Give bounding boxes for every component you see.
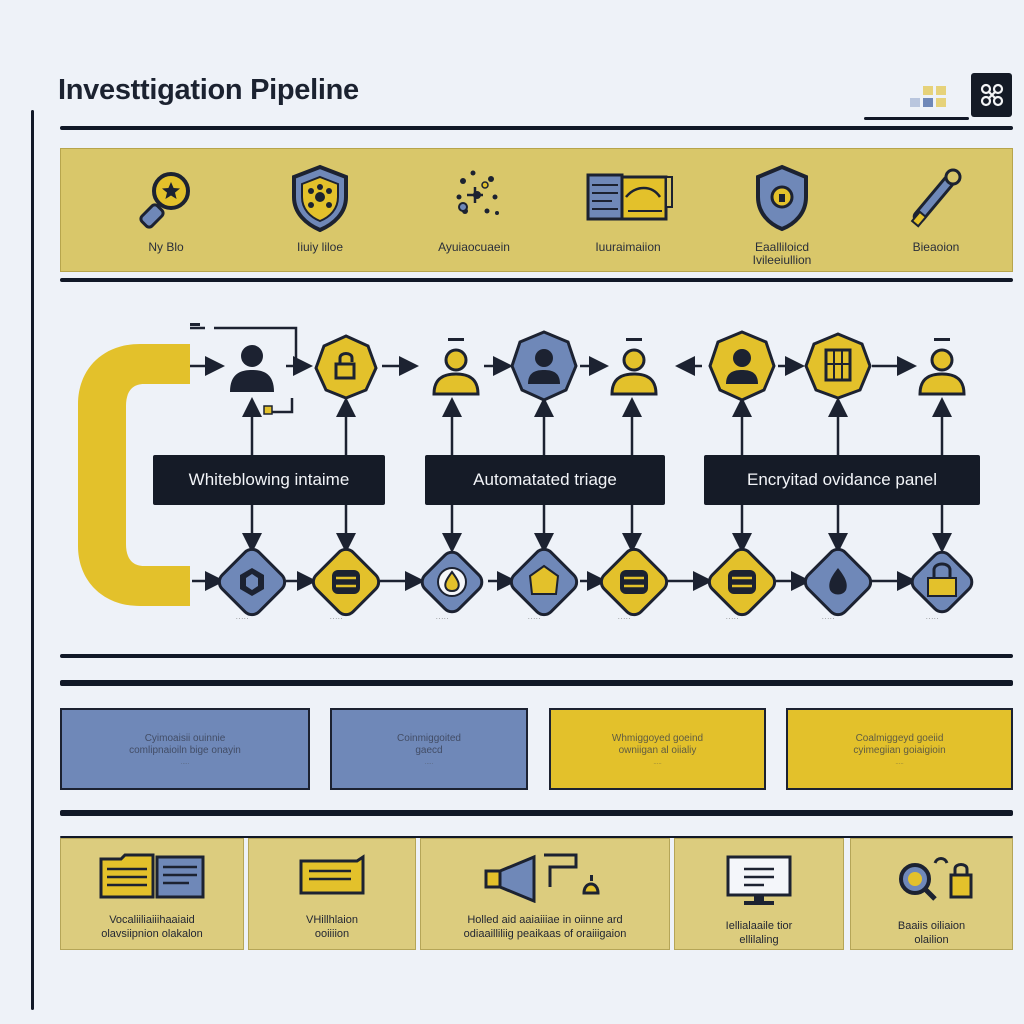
card-subtitle: ..... (180, 759, 190, 766)
person-icon (918, 338, 966, 396)
node-caption: ..... (726, 615, 740, 621)
divider (60, 680, 1013, 686)
card-subtitle: ..... (424, 759, 434, 766)
person-badge-icon (510, 330, 578, 402)
category-label: Ny Blo (148, 240, 184, 254)
node-caption: ..... (822, 615, 836, 621)
monitor-icon (726, 855, 792, 905)
tag-icon (509, 547, 579, 617)
divider (60, 810, 1013, 816)
card-title: Coinmiggoited gaecd (397, 732, 461, 756)
divider (60, 126, 1013, 130)
drop-icon (803, 547, 873, 617)
person-icon (610, 338, 658, 396)
pipeline-diagram (190, 323, 974, 617)
tile-label: Vocaliiliaiiihaaiaid olavsiipnion olakal… (101, 914, 203, 940)
card-subtitle: ..... (895, 759, 904, 766)
feature-tile[interactable]: Holled aid aaiaiiiae in oiinne ard odiaa… (420, 838, 670, 950)
category-item[interactable]: Ayuiaocuaein (399, 163, 549, 263)
category-item[interactable]: Eaalliloicd Ivileeiullion (707, 163, 857, 267)
page-title: Investtigation Pipeline (58, 74, 359, 106)
feature-tile[interactable]: Vocaliiliaiiihaaiaid olavsiipnion olakal… (60, 838, 244, 950)
summary-card[interactable]: Coalmiggeyd goeiid cyimegiian goiaigioin… (786, 708, 1013, 790)
tile-label: VHillhlaion ooiiiion (306, 914, 358, 940)
category-strip: Ny Blo Iiuiy liloe Ayuiaocuaein (60, 148, 1013, 272)
stage-triage-label: Automatated triage (425, 455, 665, 505)
category-item[interactable]: Iuuraimaiion (553, 163, 703, 263)
category-item[interactable]: Ny Blo (91, 163, 241, 263)
node-caption: ..... (528, 615, 542, 621)
card-subtitle: ..... (653, 759, 662, 766)
category-label: Ayuiaocuaein (438, 240, 510, 254)
evidence-board-icon (586, 173, 673, 221)
feature-tile[interactable]: VHillhlaion ooiiiion (248, 838, 416, 950)
folder-icon (299, 854, 365, 895)
magnifier-star-icon (139, 172, 190, 229)
feature-tile[interactable]: Baaiis oiliaion olailion (850, 838, 1013, 950)
category-item[interactable]: Bieaoion (861, 163, 1011, 263)
summary-card[interactable]: Cyimoaisii ouinnie comlipnaioiln bige on… (60, 708, 310, 790)
pipeline-bracket (78, 344, 190, 606)
layout-grid-icon[interactable] (910, 86, 948, 108)
shield-lock-icon (756, 164, 808, 232)
summary-card[interactable]: Coinmiggoited gaecd ..... (330, 708, 528, 790)
tile-label: Baaiis oiliaion olailion (897, 920, 966, 946)
feature-tile[interactable]: Iellialaaile tior ellilaling (674, 838, 844, 950)
megaphone-icon (484, 853, 600, 903)
person-badge-icon (708, 330, 776, 402)
category-item[interactable]: Iiuiy liloe (245, 163, 395, 263)
wrench-icon (910, 168, 962, 228)
node-caption: ..... (618, 615, 632, 621)
stack-icon (707, 547, 777, 617)
sidebar-line (31, 110, 34, 1010)
person-icon (432, 338, 480, 396)
node-caption: ..... (330, 615, 344, 621)
divider (60, 278, 1013, 282)
card-title: Whmiggoyed goeind owniigan al oiialiy (611, 732, 704, 756)
tile-label: Iellialaaile tior ellilaling (725, 920, 793, 946)
summary-card[interactable]: Whmiggoyed goeind owniigan al oiialiy ..… (549, 708, 766, 790)
divider (60, 654, 1013, 658)
stack-icon (311, 547, 381, 617)
tile-label: Holled aid aaiaiiiae in oiinne ard odiaa… (463, 914, 627, 940)
lock-badge-icon (314, 334, 378, 400)
hex-nut-icon (217, 547, 287, 617)
stage-evidence-label: Encryitad ovidance panel (704, 455, 980, 505)
divider (60, 836, 1013, 838)
divider (864, 117, 969, 120)
search-lock-icon (898, 857, 972, 901)
padlock-icon (910, 550, 974, 614)
category-label: Bieaoion (912, 240, 960, 254)
category-label: Iuuraimaiion (595, 240, 661, 254)
card-title: Cyimoaisii ouinnie comlipnaioiln bige on… (129, 732, 241, 756)
drop-icon (420, 550, 484, 614)
card-title: Coalmiggeyd goeiid cyimegiian goiaigioin (853, 732, 946, 756)
node-caption: ..... (236, 615, 250, 621)
stack-icon (599, 547, 669, 617)
node-caption: ..... (436, 615, 450, 621)
shield-network-icon (292, 164, 348, 233)
network-logo-icon[interactable] (971, 73, 1012, 117)
stage-intake-label: Whiteblowing intaime (153, 455, 385, 505)
category-label: Eaalliloicd Ivileeiullion (752, 240, 812, 267)
folders-icon (99, 853, 205, 899)
node-caption: ..... (926, 615, 940, 621)
person-icon (230, 345, 274, 392)
molecule-icon (456, 170, 499, 215)
category-label: Iiuiy liloe (296, 240, 344, 254)
cage-badge-icon (804, 332, 872, 400)
